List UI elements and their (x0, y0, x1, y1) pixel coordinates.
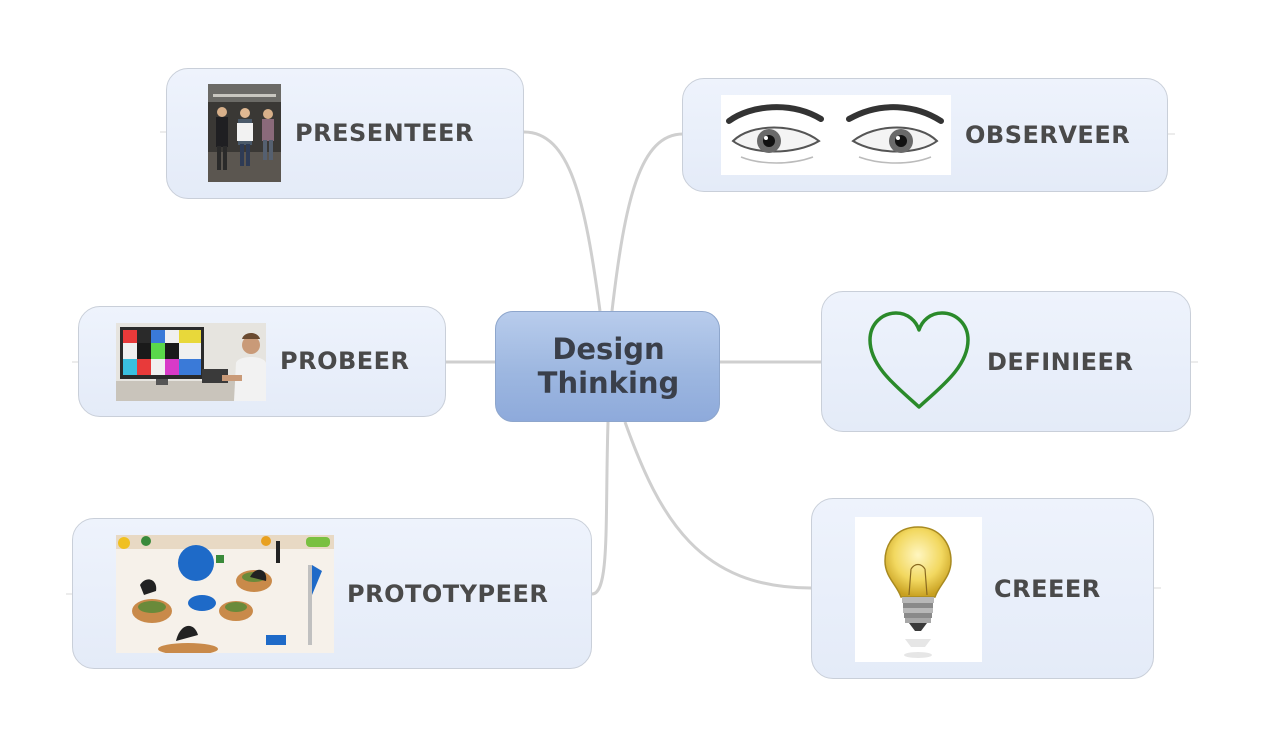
heart-icon (866, 310, 972, 410)
topic-probeer[interactable]: PROBEER (78, 306, 446, 417)
link-observeer (610, 132, 684, 312)
topic-observeer[interactable]: OBSERVEER (682, 78, 1168, 192)
central-topic[interactable]: Design Thinking (495, 311, 720, 422)
topic-label-probeer: PROBEER (280, 347, 410, 375)
topic-prototypeer[interactable]: PROTOTYPEER (72, 518, 592, 669)
topic-presenteer[interactable]: PRESENTEER (166, 68, 524, 199)
link-presenteer (523, 130, 602, 312)
person-at-computer-photo (116, 323, 266, 401)
topic-label-definieer: DEFINIEER (987, 348, 1134, 376)
topic-creeer[interactable]: CREEER (811, 498, 1154, 679)
topic-label-observeer: OBSERVEER (965, 121, 1131, 149)
topic-definieer[interactable]: DEFINIEER (821, 291, 1191, 432)
people-presenting-photo (208, 84, 281, 182)
central-topic-line1: Design (552, 332, 665, 366)
topic-label-presenteer: PRESENTEER (295, 119, 474, 147)
eyes-picture (721, 95, 951, 175)
link-creeer (623, 421, 812, 590)
link-prototypeer (591, 421, 610, 596)
topic-label-prototypeer: PROTOTYPEER (347, 580, 549, 608)
central-topic-line2: Thinking (537, 366, 680, 400)
topic-label-creeer: CREEER (994, 575, 1101, 603)
light-bulb-icon (855, 517, 982, 662)
prototype-models-photo (116, 535, 334, 653)
